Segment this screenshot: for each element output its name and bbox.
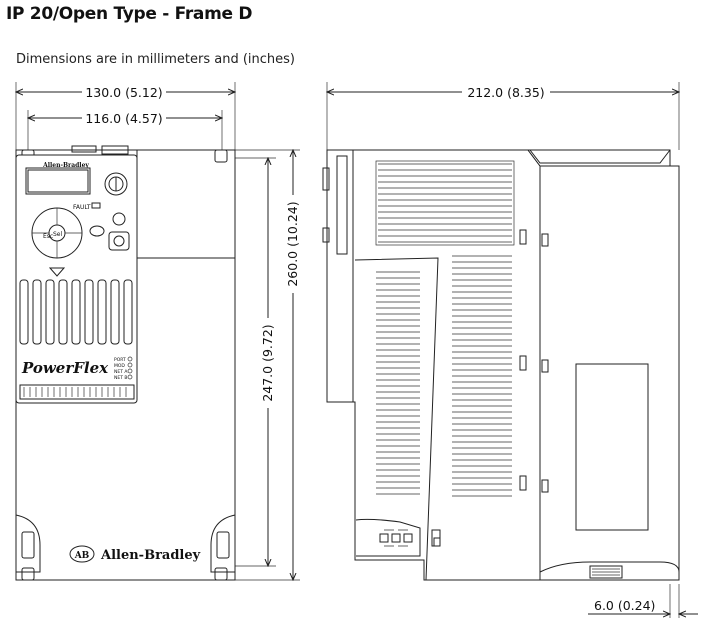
side-vents-lower-left bbox=[376, 271, 420, 495]
side-dimensions: 212.0 (8.35) 6.0 (0.24) bbox=[327, 83, 698, 618]
fault-label: FAULT bbox=[73, 204, 91, 211]
svg-text:NET A: NET A bbox=[114, 369, 128, 375]
front-dimensions: 130.0 (5.12) 116.0 (4.57) 260.0 (10.24) … bbox=[16, 82, 302, 580]
keypad-connector bbox=[19, 384, 135, 400]
side-view bbox=[322, 82, 680, 581]
offset-label: 6.0 (0.24) bbox=[594, 598, 655, 613]
overall-height-label: 260.0 (10.24) bbox=[285, 201, 300, 286]
units-note: Dimensions are in millimeters and (inche… bbox=[16, 52, 296, 67]
svg-text:NET B: NET B bbox=[114, 375, 127, 381]
svg-text:PORT: PORT bbox=[114, 357, 126, 363]
front-view: Allen-Bradley FAULT Esc Sel P bbox=[15, 82, 300, 581]
side-vents-lower-right bbox=[452, 255, 512, 497]
depth-label: 212.0 (8.35) bbox=[467, 85, 544, 100]
keypad-maker: Allen-Bradley bbox=[42, 162, 89, 169]
status-leds: PORT MOD NET A NET B bbox=[114, 356, 133, 381]
sel-label: Sel bbox=[53, 231, 63, 238]
side-vents-upper bbox=[375, 160, 515, 246]
esc-label: Esc bbox=[43, 233, 53, 240]
overall-width-label: 130.0 (5.12) bbox=[85, 85, 162, 100]
product-logo: PowerFlex bbox=[21, 359, 109, 377]
ab-mark: AB bbox=[74, 551, 90, 561]
front-vents bbox=[19, 267, 133, 345]
mount-width-label: 116.0 (4.57) bbox=[85, 111, 162, 126]
maker-logo: Allen-Bradley bbox=[100, 548, 201, 563]
mount-height-label: 247.0 (9.72) bbox=[260, 324, 275, 401]
page-title: IP 20/Open Type - Frame D bbox=[6, 4, 253, 24]
svg-text:MOD: MOD bbox=[114, 363, 125, 369]
